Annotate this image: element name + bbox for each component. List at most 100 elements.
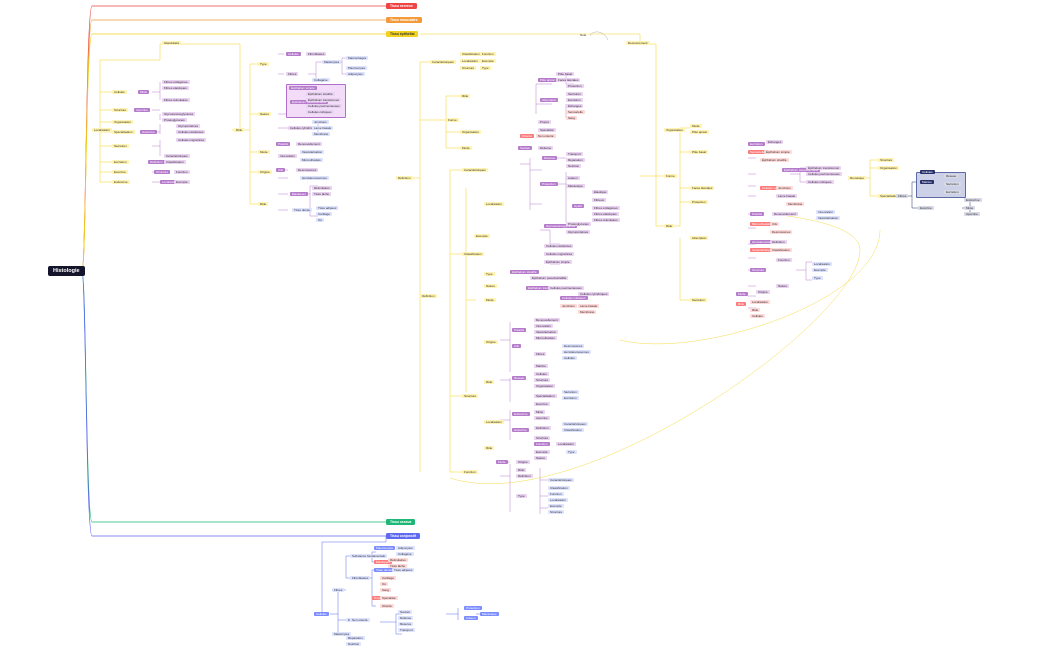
node-mc-15[interactable]: Soutien [518, 146, 533, 150]
node-mc-80[interactable]: Définition [516, 474, 533, 478]
node-rec-12[interactable]: Adipocytes [346, 72, 365, 76]
node-mc-36[interactable]: Épithélium stratifié [510, 270, 539, 274]
node-mc-56[interactable]: Réseau [512, 376, 527, 380]
node-box-2[interactable]: Épithélium pseudostratifié [290, 100, 329, 104]
node-fr-1[interactable]: Fibres [896, 194, 909, 198]
node-lp-4[interactable]: Fibres collagènes [162, 80, 190, 84]
node-cj-8[interactable]: Collagène [396, 552, 414, 556]
node-box-title[interactable]: Épithélium simple [289, 86, 317, 90]
node-rec-5[interactable]: Rôle [258, 202, 269, 206]
node-rec-17[interactable]: Membrane [312, 132, 331, 136]
node-mc-19[interactable]: Réparation [566, 158, 585, 162]
node-mid-a[interactable]: Définition [396, 176, 413, 180]
node-cj-10[interactable]: Réticulaires [388, 558, 408, 562]
node-mc-47[interactable]: Innervation [534, 324, 553, 328]
node-mc-48[interactable]: Vascularisation [534, 330, 559, 334]
node-r-44[interactable]: Cellules [750, 314, 765, 318]
node-fr-6[interactable]: Excrétion [944, 190, 961, 194]
node-cj-5[interactable]: Mastocytes [332, 632, 352, 636]
node-rec-18[interactable]: Polarité [276, 142, 291, 146]
node-cj-20[interactable]: Non orienté [350, 618, 370, 622]
node-mid-k[interactable]: Type [484, 272, 495, 276]
node-rec-1[interactable]: Type [258, 62, 269, 66]
node-left-7[interactable]: Exocrine [112, 170, 128, 174]
node-r-28[interactable]: Desmosomes [770, 230, 793, 234]
node-r-37[interactable]: Type [812, 276, 823, 280]
node-fr-10[interactable]: Apocrine [964, 212, 980, 216]
node-lp-5[interactable]: Fibres élastiques [162, 86, 189, 90]
node-cj-16[interactable]: Sang [380, 588, 392, 592]
node-mc-77[interactable]: Mode [496, 460, 508, 464]
node-cj-15[interactable]: Os [380, 582, 388, 586]
node-cj-14[interactable]: Cartilage [380, 576, 397, 580]
node-r-3[interactable]: Organisation [664, 128, 686, 132]
node-fr-9[interactable]: Mixte [964, 206, 976, 210]
node-lp-15[interactable]: Structure [154, 170, 171, 174]
node-rec-28[interactable]: Tissu lâche [312, 192, 332, 196]
node-mc-34[interactable]: Cellules migratrices [544, 252, 575, 256]
node-mc-67[interactable]: Holocrine [512, 428, 529, 432]
node-lp-1[interactable]: Mixte [138, 90, 150, 94]
node-r-16[interactable]: Cellules pavimenteuses [806, 172, 842, 176]
node-recouvrement-main[interactable]: Rôle [234, 128, 245, 132]
node-rec-22[interactable]: Microvillosités [300, 158, 323, 162]
node-mc-70[interactable]: Classification [562, 428, 584, 432]
node-mc-42[interactable]: Jonctions [560, 304, 577, 308]
node-mc-3[interactable]: Faces latérales [556, 78, 581, 82]
node-mc-87[interactable]: Type [516, 494, 527, 498]
root-node[interactable]: Histologie [48, 266, 85, 276]
node-r-15[interactable]: Épithélium transitionnel [806, 166, 842, 170]
node-fr-7[interactable]: Exocrine [918, 206, 934, 210]
node-cj-17[interactable]: Propre [372, 596, 386, 600]
branch-tissu-conjonctif[interactable]: Tissu conjonctif [386, 533, 420, 539]
node-mid-f[interactable]: Classification [462, 252, 484, 256]
node-mc-38[interactable]: Épithélium transitionnel [526, 286, 562, 290]
node-cj-18[interactable]: Spécialisé [380, 596, 398, 600]
node-cj-23[interactable]: Réserve [398, 622, 414, 626]
node-mid-b5[interactable]: Structure [460, 66, 477, 70]
node-mid-h[interactable]: Fonction [462, 470, 478, 474]
node-glandulaire-main[interactable]: Localisation [92, 128, 112, 132]
node-mid-c1[interactable]: Rôle [460, 94, 471, 98]
node-mc-81[interactable]: Caractéristiques [548, 478, 574, 482]
node-fr-4[interactable]: Réseau [944, 174, 959, 178]
node-cj-27[interactable]: Protection [464, 606, 482, 610]
node-mc-46[interactable]: Renouvellement [534, 318, 560, 322]
node-mc-82[interactable]: Classification [548, 486, 570, 490]
node-cj-26[interactable]: Nutrition [346, 642, 362, 646]
node-mc-1[interactable]: Pôle apical [538, 78, 557, 82]
node-lp-10[interactable]: Cellules résidentes [176, 130, 206, 134]
node-rec-19[interactable]: Renouvellement [296, 142, 322, 146]
node-mc-16[interactable]: Défense [538, 146, 554, 150]
node-rec-3[interactable]: Mode [258, 150, 270, 154]
node-mc-33[interactable]: Cellules résidentes [544, 244, 574, 248]
node-mc-11[interactable]: Propre [538, 120, 552, 124]
node-cj-12[interactable]: Tissu dense [374, 568, 395, 572]
node-r-45[interactable]: Remarque [848, 176, 867, 180]
node-mc-85[interactable]: Exemple [548, 504, 564, 508]
node-r-4[interactable]: Pôle basal [690, 150, 709, 154]
node-mc-69[interactable]: Caractéristiques [562, 422, 588, 426]
node-r-42[interactable]: Localisation [750, 300, 770, 304]
node-cj-7[interactable]: Adipocytes [396, 546, 415, 550]
node-cj-13[interactable]: Tissu adipeux [392, 568, 415, 572]
node-mc-8[interactable]: Échanges [566, 104, 584, 108]
node-mc-7[interactable]: Excrétion [566, 98, 583, 102]
node-mc-45[interactable]: Polarité [512, 328, 527, 332]
node-r-29[interactable]: Hémidesmosomes [750, 240, 779, 244]
node-cj-21[interactable]: Soutien [398, 610, 413, 614]
node-rec-11[interactable]: Plasmocytes [346, 66, 368, 70]
node-r-25[interactable]: Vascularisation [816, 216, 841, 220]
node-cj-19[interactable]: Orienté [380, 604, 394, 608]
node-mc-52[interactable]: Hémidesmosomes [562, 350, 591, 354]
node-mc-23[interactable]: Mécanique [566, 184, 585, 188]
node-r-20[interactable]: Lame basale [776, 194, 798, 198]
node-mc-66[interactable]: Apocrine [534, 416, 550, 420]
node-r-35[interactable]: Localisation [812, 262, 832, 266]
node-mc-53[interactable]: Fibres [534, 352, 547, 356]
node-mc-64[interactable]: Endocrine [512, 412, 530, 416]
node-cj-1[interactable]: Fibres [332, 588, 345, 592]
node-mc-25[interactable]: Élastique [592, 190, 609, 194]
node-mc-5[interactable]: Absorption [540, 98, 559, 102]
node-mc-57[interactable]: Cellules [534, 372, 549, 376]
